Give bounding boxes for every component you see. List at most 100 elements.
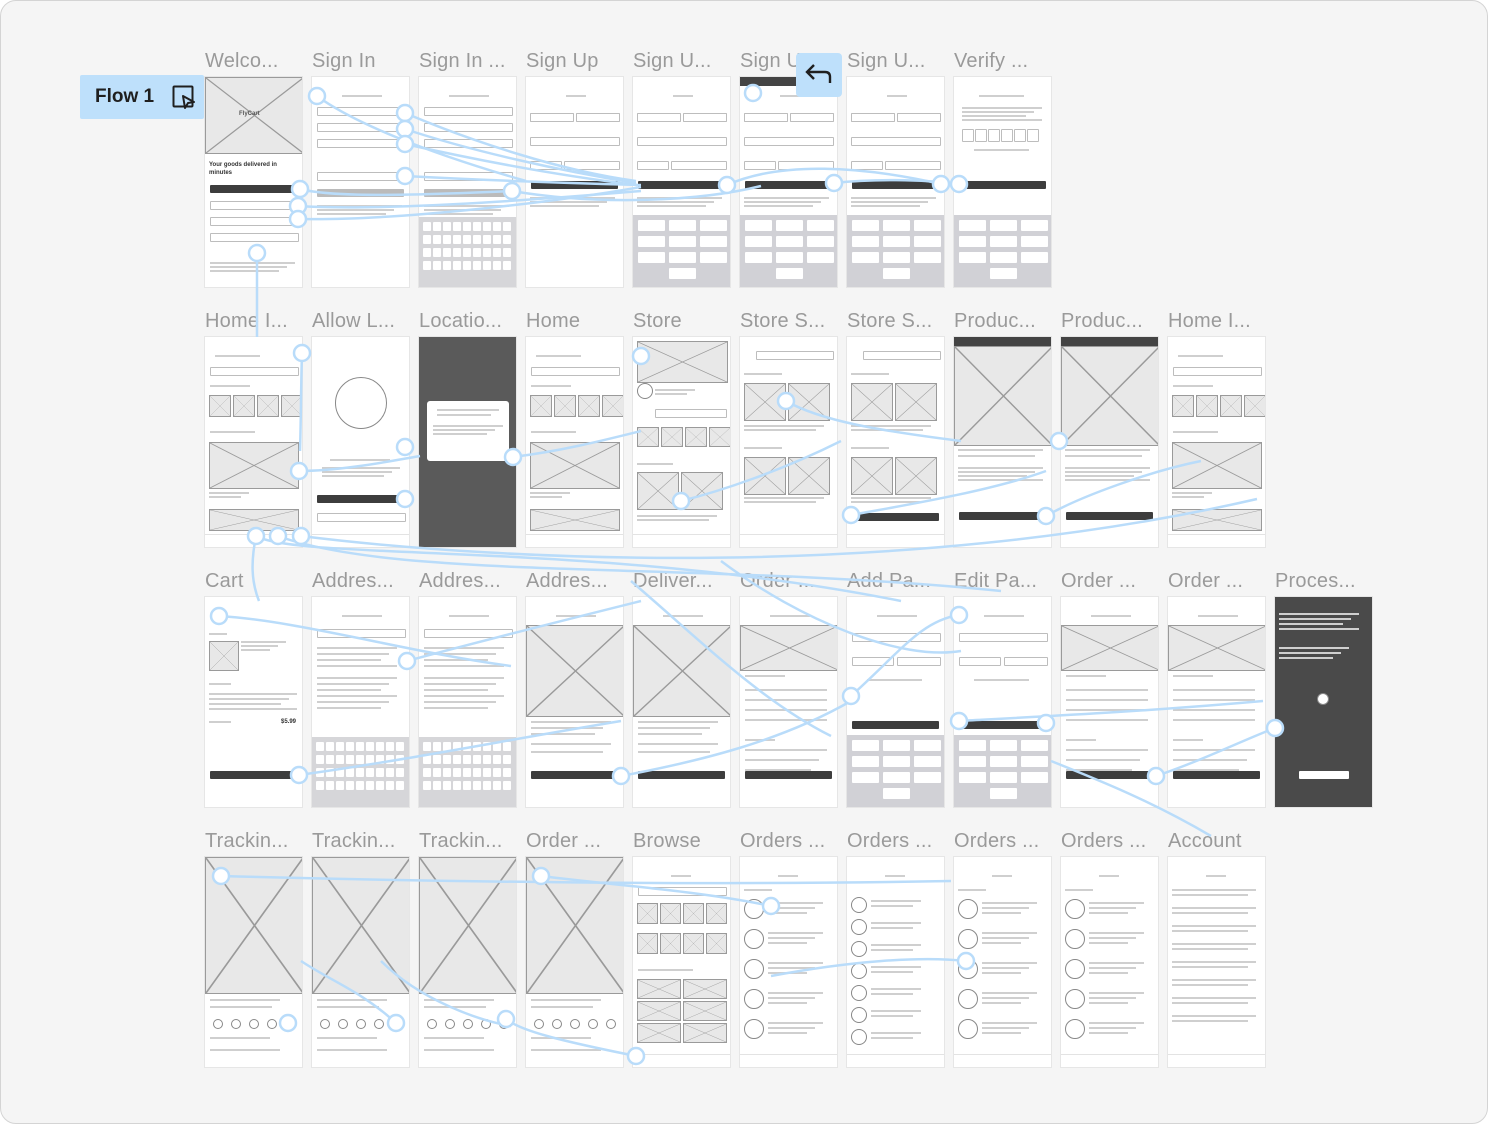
keypad-key[interactable] [669, 220, 696, 231]
keyboard-key[interactable] [453, 755, 461, 764]
keyboard-key[interactable] [483, 742, 491, 751]
secondary-button[interactable] [424, 123, 513, 132]
keyboard-key[interactable] [473, 755, 481, 764]
keyboard-key[interactable] [453, 261, 461, 270]
frame-title[interactable]: Proces... [1275, 570, 1356, 592]
keyboard-key[interactable] [346, 742, 354, 751]
frame-title[interactable]: Store [633, 310, 682, 332]
primary-button[interactable] [531, 181, 618, 189]
keyboard-key[interactable] [423, 768, 431, 777]
frame-title[interactable]: Account [1168, 830, 1242, 852]
keypad-key[interactable] [1021, 236, 1048, 247]
keypad-key[interactable] [638, 236, 665, 247]
keyboard-key[interactable] [443, 235, 451, 244]
frame-title[interactable]: Produc... [954, 310, 1036, 332]
wireframe-frame[interactable] [954, 597, 1051, 807]
keypad-key[interactable] [852, 740, 879, 751]
keypad-key[interactable] [883, 756, 910, 767]
keyboard-key[interactable] [463, 781, 471, 790]
keypad-key[interactable] [990, 756, 1017, 767]
keyboard-key[interactable] [423, 248, 431, 257]
keyboard-key[interactable] [376, 768, 384, 777]
keyboard-key[interactable] [356, 742, 364, 751]
keyboard-key[interactable] [423, 235, 431, 244]
keypad-key[interactable] [914, 772, 941, 783]
keyboard-key[interactable] [463, 261, 471, 270]
keyboard-key[interactable] [473, 781, 481, 790]
keypad-key[interactable] [883, 252, 910, 263]
wireframe-frame[interactable] [954, 857, 1051, 1067]
keyboard-key[interactable] [396, 781, 404, 790]
keypad-key[interactable] [852, 772, 879, 783]
keypad-key[interactable] [669, 236, 696, 247]
wireframe-frame[interactable] [633, 857, 730, 1067]
keyboard-key[interactable] [453, 222, 461, 231]
keypad-key[interactable] [990, 236, 1017, 247]
keyboard-key[interactable] [493, 781, 501, 790]
keyboard-key[interactable] [423, 755, 431, 764]
primary-button[interactable] [959, 512, 1046, 520]
keyboard-key[interactable] [326, 768, 334, 777]
keyboard-key[interactable] [316, 755, 324, 764]
primary-button[interactable] [1173, 771, 1260, 779]
wireframe-frame[interactable] [1168, 857, 1265, 1067]
secondary-button[interactable] [424, 107, 513, 116]
wireframe-frame[interactable] [205, 857, 302, 1067]
keyboard-key[interactable] [386, 781, 394, 790]
primary-button[interactable] [638, 771, 725, 779]
keypad-key[interactable] [883, 740, 910, 751]
keyboard-key[interactable] [503, 755, 511, 764]
wireframe-frame[interactable] [312, 77, 409, 287]
keyboard-key[interactable] [433, 755, 441, 764]
flow-starting-point-badge[interactable]: Flow 1 [80, 75, 204, 119]
wireframe-frame[interactable] [740, 857, 837, 1067]
keyboard-key[interactable] [376, 742, 384, 751]
frame-title[interactable]: Home I... [1168, 310, 1251, 332]
keyboard-key[interactable] [423, 261, 431, 270]
keyboard-key[interactable] [493, 235, 501, 244]
secondary-button[interactable] [317, 123, 406, 132]
keyboard-key[interactable] [433, 248, 441, 257]
frame-title[interactable]: Sign In [312, 50, 376, 72]
keyboard-key[interactable] [316, 768, 324, 777]
keypad-key[interactable] [700, 236, 727, 247]
keyboard-key[interactable] [356, 755, 364, 764]
keyboard-key[interactable] [433, 261, 441, 270]
keyboard-key[interactable] [463, 222, 471, 231]
wireframe-frame[interactable] [633, 597, 730, 807]
primary-button[interactable] [852, 181, 939, 189]
primary-button[interactable] [1299, 771, 1349, 779]
primary-button[interactable] [745, 181, 832, 189]
keyboard-key[interactable] [423, 222, 431, 231]
wireframe-frame[interactable] [205, 337, 302, 547]
keyboard-key[interactable] [503, 222, 511, 231]
keyboard-key[interactable] [346, 781, 354, 790]
keyboard-key[interactable] [473, 742, 481, 751]
wireframe-frame[interactable] [1275, 597, 1372, 807]
keypad-key[interactable] [638, 252, 665, 263]
frame-title[interactable]: Store S... [847, 310, 933, 332]
keyboard-key[interactable] [433, 781, 441, 790]
keypad-key[interactable] [959, 772, 986, 783]
keypad-key[interactable] [959, 220, 986, 231]
keypad-key[interactable] [959, 740, 986, 751]
frame-title[interactable]: Orders ... [1061, 830, 1147, 852]
keypad-key[interactable] [852, 236, 879, 247]
play-flow-icon[interactable] [172, 85, 198, 111]
primary-button[interactable] [1066, 771, 1153, 779]
primary-button[interactable] [638, 181, 725, 189]
keypad-key[interactable] [807, 236, 834, 247]
secondary-button[interactable] [317, 107, 406, 116]
keyboard-key[interactable] [366, 781, 374, 790]
keyboard-key[interactable] [483, 248, 491, 257]
frame-title[interactable]: Sign U... [847, 50, 926, 72]
keypad-key[interactable] [990, 268, 1017, 279]
wireframe-frame[interactable] [847, 337, 944, 547]
secondary-button[interactable] [210, 233, 299, 242]
keyboard-key[interactable] [366, 768, 374, 777]
keyboard-key[interactable] [443, 248, 451, 257]
primary-button[interactable] [959, 721, 1046, 729]
keypad-key[interactable] [807, 220, 834, 231]
keypad-key[interactable] [990, 220, 1017, 231]
frame-title[interactable]: Trackin... [205, 830, 289, 852]
